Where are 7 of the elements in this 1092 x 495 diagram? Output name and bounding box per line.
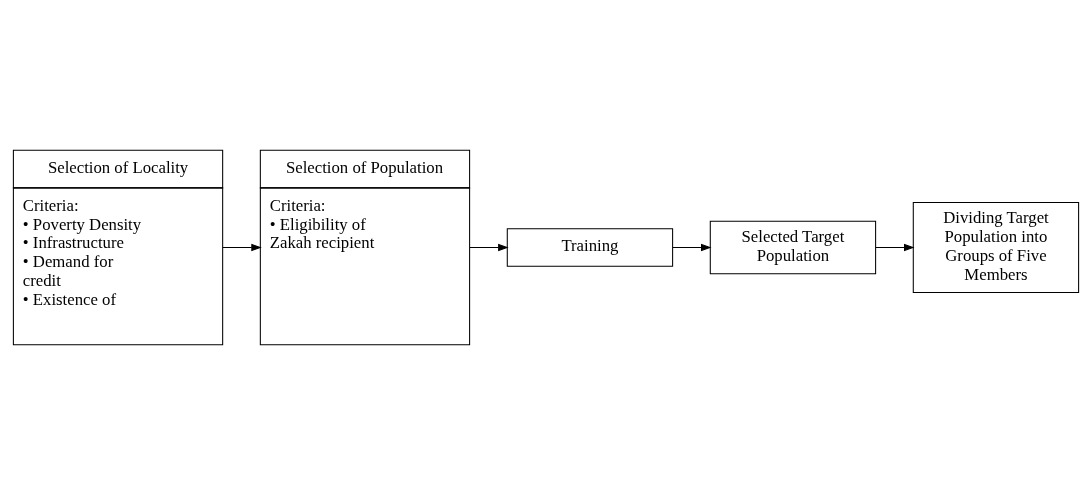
node-box: Dividing Target Population into Groups of Five Members	[912, 202, 1080, 293]
node-box: Selected Target Population	[709, 220, 877, 275]
arrow	[875, 243, 915, 252]
arrow	[672, 243, 712, 252]
arrow	[469, 243, 509, 252]
node-box: Training	[506, 228, 674, 267]
arrow	[222, 243, 262, 252]
